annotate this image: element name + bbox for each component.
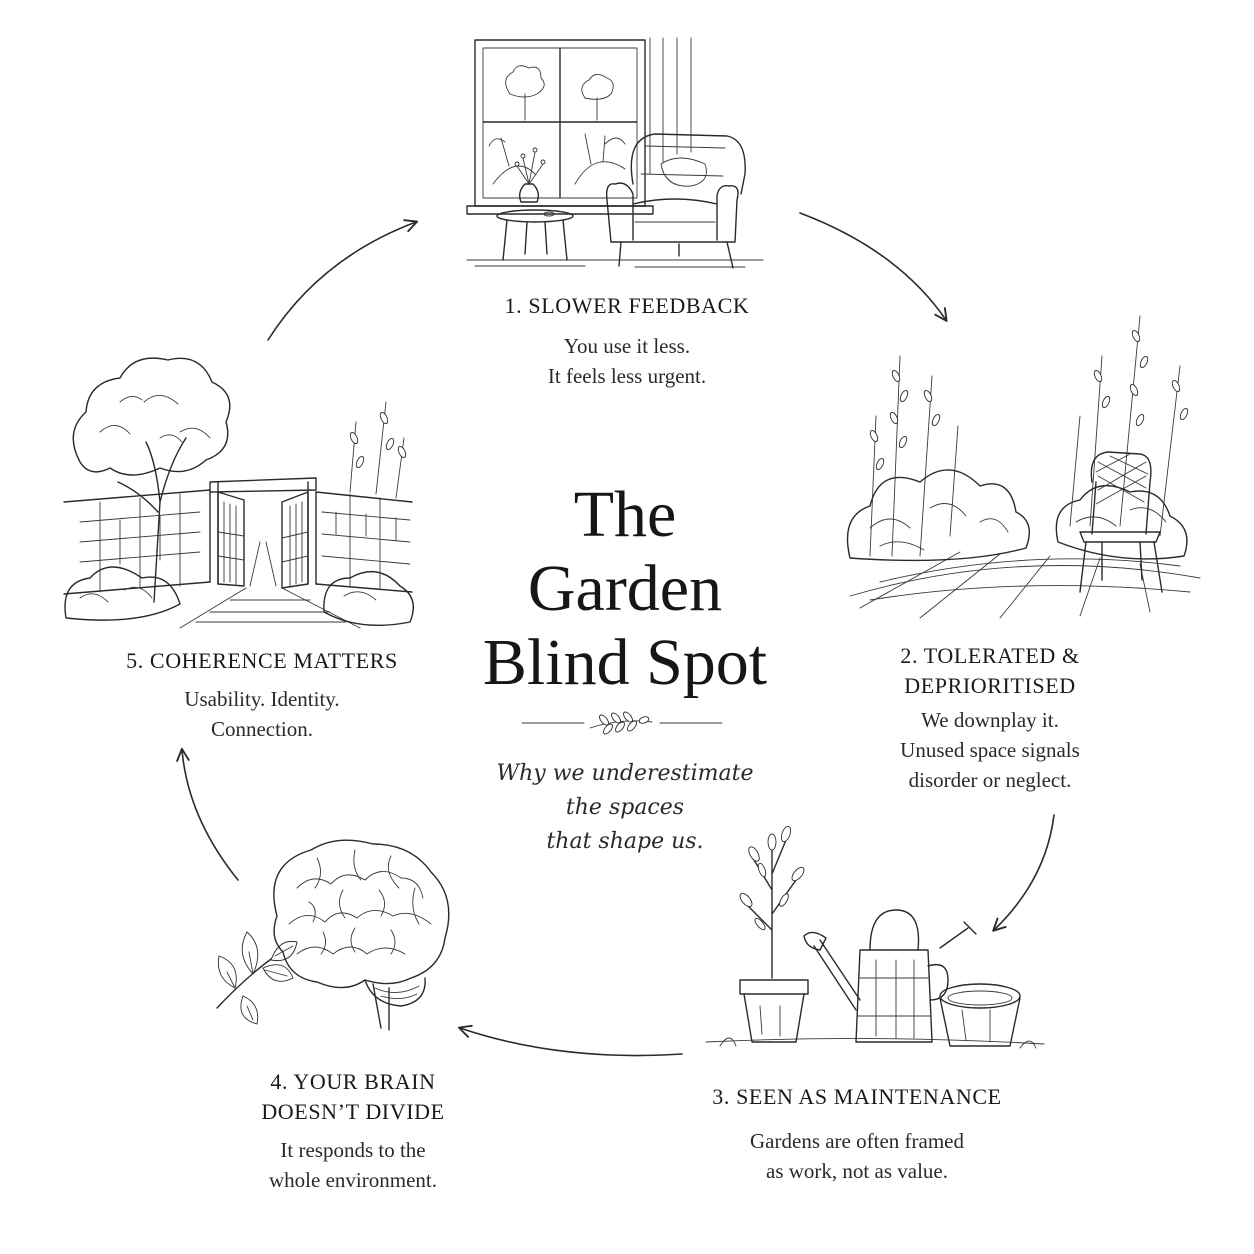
step-title-line: 3. SEEN AS MAINTENANCE	[712, 1084, 1002, 1109]
title-line: The	[573, 478, 677, 551]
step-5-coherence-matters: 5. COHERENCE MATTERS Usability. Identity…	[92, 646, 432, 744]
diagram-title: The Garden Blind Spot	[440, 478, 810, 700]
cycle-arrow-icon	[457, 1024, 683, 1057]
cycle-arrow-icon	[799, 212, 948, 322]
cycle-arrow-icon	[267, 219, 419, 341]
step-desc-line: disorder or neglect.	[908, 768, 1072, 792]
step-desc-line: Unused space signals	[900, 738, 1080, 762]
step-desc-line: as work, not as value.	[766, 1159, 948, 1183]
step-desc-line: Connection.	[210, 717, 314, 741]
title-line: Blind Spot	[482, 626, 768, 699]
step-2-tolerated-deprioritised: 2. TOLERATED & DEPRIORITISED We downplay…	[840, 641, 1140, 795]
window-armchair-illustration	[465, 34, 765, 274]
step-title-line: 4. YOUR BRAIN	[270, 1069, 436, 1094]
step-description: It responds to the whole environment.	[208, 1135, 498, 1195]
walled-garden-gate-illustration	[60, 342, 420, 632]
subtitle-line: Why we underestimate	[496, 761, 754, 786]
step-desc-line: We downplay it.	[921, 708, 1059, 732]
step-title-line: 1. SLOWER FEEDBACK	[504, 293, 750, 318]
overgrown-patio-chair-illustration	[840, 296, 1210, 626]
subtitle-line: the spaces	[565, 795, 685, 820]
step-4-your-brain-doesnt-divide: 4. YOUR BRAIN DOESN’T DIVIDE It responds…	[208, 1067, 498, 1195]
step-desc-line: You use it less.	[563, 334, 691, 358]
cycle-arrow-icon	[176, 747, 239, 881]
step-desc-line: It feels less urgent.	[547, 364, 707, 388]
step-desc-line: Gardens are often framed	[750, 1129, 964, 1153]
brain-leaves-illustration	[205, 828, 467, 1048]
step-description: You use it less. It feels less urgent.	[452, 331, 802, 391]
step-title: 3. SEEN AS MAINTENANCE	[662, 1082, 1052, 1112]
step-desc-line: It responds to the	[280, 1138, 426, 1162]
step-title-line: DEPRIORITISED	[904, 673, 1076, 698]
step-1-slower-feedback: 1. SLOWER FEEDBACK You use it less. It f…	[452, 291, 802, 391]
step-description: Gardens are often framed as work, not as…	[662, 1126, 1052, 1186]
step-title-line: DOESN’T DIVIDE	[261, 1099, 445, 1124]
step-title: 2. TOLERATED & DEPRIORITISED	[840, 641, 1140, 701]
cycle-arrow-icon	[992, 814, 1055, 932]
sprig-ornament-icon	[521, 711, 723, 735]
title-line: Garden	[527, 552, 723, 625]
step-desc-line: whole environment.	[269, 1168, 437, 1192]
step-3-seen-as-maintenance: 3. SEEN AS MAINTENANCE Gardens are often…	[662, 1082, 1052, 1186]
step-desc-line: Usability. Identity.	[184, 687, 340, 711]
step-title-line: 2. TOLERATED &	[900, 643, 1080, 668]
step-description: We downplay it. Unused space signals dis…	[840, 705, 1140, 795]
step-title: 4. YOUR BRAIN DOESN’T DIVIDE	[208, 1067, 498, 1127]
step-title: 5. COHERENCE MATTERS	[92, 646, 432, 676]
subtitle-line: that shape us.	[546, 829, 704, 854]
step-description: Usability. Identity. Connection.	[92, 684, 432, 744]
pots-watering-can-illustration	[700, 810, 1050, 1060]
step-title-line: 5. COHERENCE MATTERS	[126, 648, 398, 673]
diagram-subtitle: Why we underestimate the spaces that sha…	[440, 757, 810, 859]
step-title: 1. SLOWER FEEDBACK	[452, 291, 802, 321]
